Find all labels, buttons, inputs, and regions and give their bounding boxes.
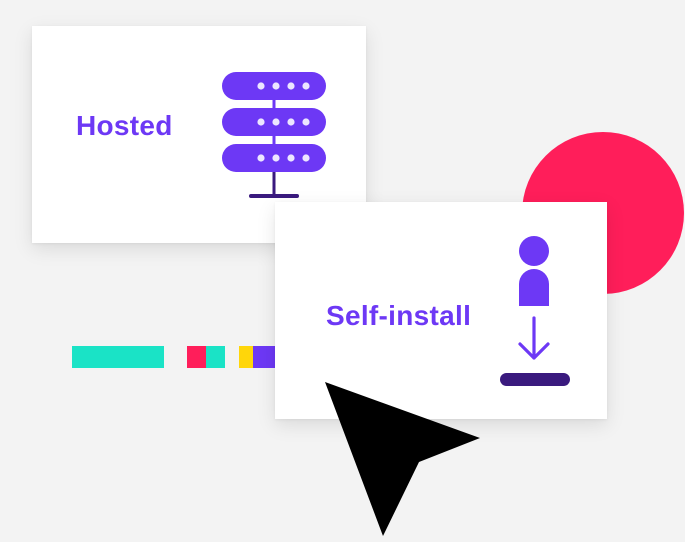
server-led-dot [287,118,295,126]
hosted-label: Hosted [76,110,173,141]
server-led-dot [257,154,265,162]
server-led-dot [302,154,310,162]
server-led-dot [272,154,280,162]
server-connector [272,136,276,144]
server-led-dot [302,82,310,90]
self-install-card[interactable]: Self-install [275,202,607,419]
server-led-dot [257,118,265,126]
server-stem [272,172,276,196]
server-led-dot [272,118,280,126]
server-led-dot [257,82,265,90]
user-download-icon [500,236,570,386]
server-led-dot [287,154,295,162]
server-rack-icon [222,72,326,198]
color-bar-pink [187,346,206,368]
server-led-dot [302,118,310,126]
server-connector [272,100,276,108]
server-led-dot [287,82,295,90]
server-base [249,194,299,198]
color-bar-teal-short [206,346,225,368]
server-led-dot [272,82,280,90]
color-bar-teal [72,346,164,368]
cursor-arrow-icon [325,382,480,536]
color-bar-yellow [239,346,253,368]
color-bar-purple [253,346,277,368]
self-install-label: Self-install [326,300,472,331]
